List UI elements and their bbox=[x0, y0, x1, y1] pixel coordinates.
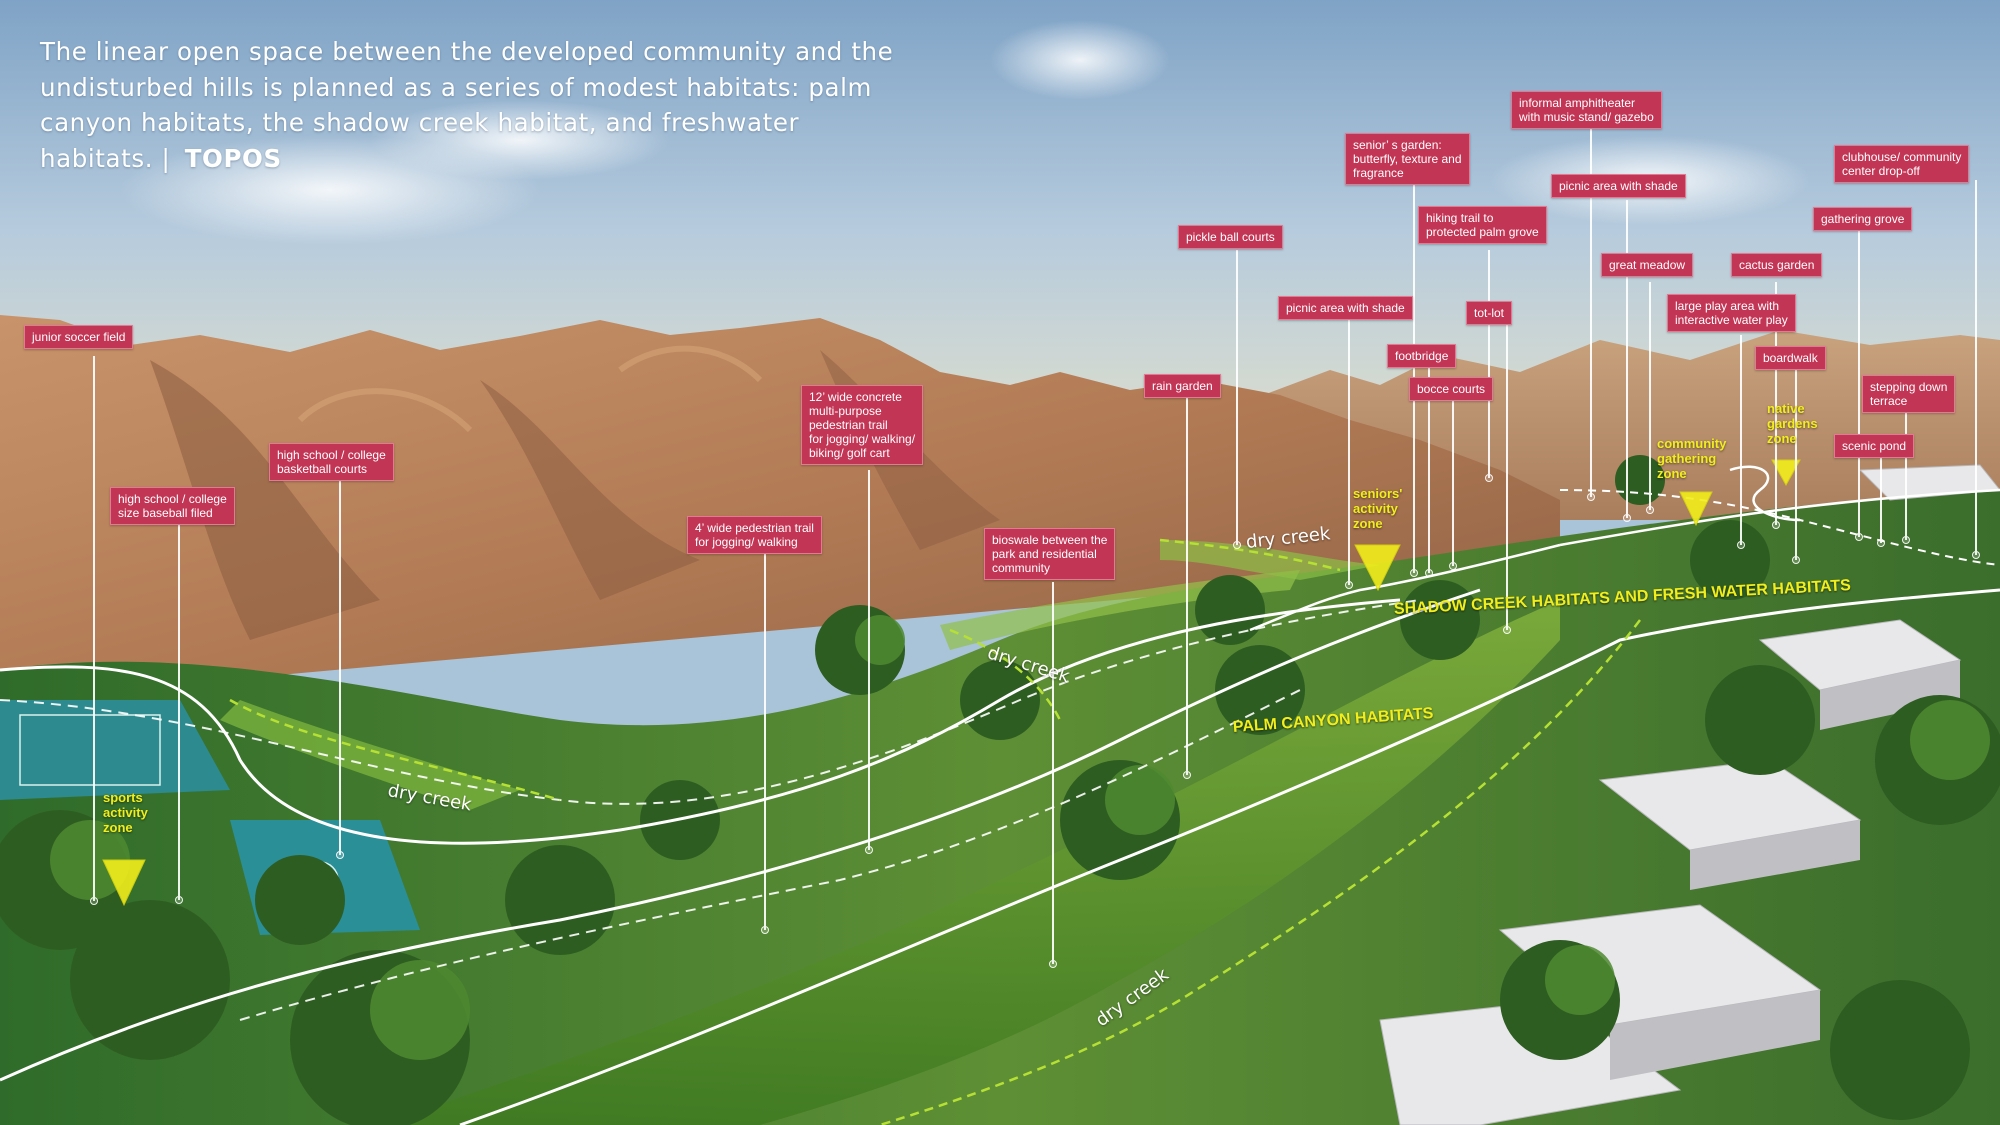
leader-hiking-trail bbox=[1485, 250, 1492, 482]
label-scenic-pond: scenic pond bbox=[1834, 434, 1915, 458]
label-concrete-trail-12ft: 12’ wide concrete multi-purpose pedestri… bbox=[801, 385, 924, 465]
label-hiking-trail: hiking trail to protected palm grove bbox=[1418, 206, 1547, 244]
label-gathering-grove: gathering grove bbox=[1813, 207, 1913, 231]
label-basketball-courts: high school / college basketball courts bbox=[269, 443, 394, 481]
leader-amphitheater bbox=[1587, 127, 1594, 501]
zone-seniors-activity: seniors' activity zone bbox=[1353, 486, 1403, 531]
caption: The linear open space between the develo… bbox=[40, 34, 900, 176]
leader-rain-garden bbox=[1183, 395, 1190, 779]
zone-native-gardens: native gardens zone bbox=[1767, 401, 1818, 446]
leader-gathering-grove bbox=[1855, 230, 1862, 541]
label-bioswale: bioswale between the park and residentia… bbox=[984, 528, 1116, 580]
label-large-play-area: large play area with interactive water p… bbox=[1667, 294, 1796, 332]
leader-trail-12 bbox=[865, 470, 872, 854]
label-rain-garden: rain garden bbox=[1144, 374, 1221, 398]
label-boardwalk: boardwalk bbox=[1755, 346, 1826, 370]
label-pickle-ball-courts: pickle ball courts bbox=[1178, 225, 1283, 249]
label-pedestrian-trail-4ft: 4’ wide pedestrian trail for jogging/ wa… bbox=[687, 516, 822, 554]
label-great-meadow: great meadow bbox=[1601, 253, 1694, 277]
zone-community-gathering: community gathering zone bbox=[1657, 436, 1727, 481]
caption-text: The linear open space between the develo… bbox=[40, 37, 894, 173]
leader-clubhouse bbox=[1972, 180, 1979, 559]
label-junior-soccer-field: junior soccer field bbox=[24, 325, 134, 349]
leader-stepping-down bbox=[1902, 410, 1909, 544]
leader-scenic-pond bbox=[1877, 455, 1884, 547]
label-baseball-field: high school / college size baseball file… bbox=[110, 487, 235, 525]
zone-sports-activity: sports activity zone bbox=[103, 790, 148, 835]
leader-tot-lot bbox=[1503, 325, 1510, 634]
label-footbridge: footbridge bbox=[1387, 344, 1457, 368]
leader-footbridge bbox=[1425, 365, 1432, 577]
leader-junior-soccer bbox=[90, 356, 97, 905]
leader-cactus-garden bbox=[1772, 282, 1779, 529]
leader-bioswale bbox=[1049, 582, 1056, 968]
label-clubhouse: clubhouse/ community center drop-off bbox=[1834, 145, 1970, 183]
leader-baseball bbox=[175, 520, 182, 904]
label-amphitheater: informal amphitheater with music stand/ … bbox=[1511, 91, 1662, 129]
label-cactus-garden: cactus garden bbox=[1731, 253, 1823, 277]
leader-large-play bbox=[1737, 335, 1744, 549]
label-bocce-courts: bocce courts bbox=[1409, 377, 1494, 401]
leader-ped-trail-4 bbox=[761, 550, 768, 934]
caption-separator: | bbox=[161, 143, 171, 173]
leader-great-meadow bbox=[1646, 282, 1653, 514]
label-tot-lot: tot-lot bbox=[1466, 301, 1513, 325]
leader-boardwalk bbox=[1792, 370, 1799, 564]
label-picnic-area-shade-1: picnic area with shade bbox=[1278, 296, 1413, 320]
leader-picnic-shade-1 bbox=[1345, 320, 1352, 589]
brand-name: TOPOS bbox=[184, 143, 282, 173]
label-seniors-garden: senior’ s garden: butterfly, texture and… bbox=[1345, 133, 1470, 185]
label-picnic-area-shade-2: picnic area with shade bbox=[1551, 174, 1686, 198]
leader-pickle-ball bbox=[1233, 250, 1240, 549]
label-stepping-down-terrace: stepping down terrace bbox=[1862, 375, 1956, 413]
leader-picnic-shade-2 bbox=[1623, 200, 1630, 522]
leader-basketball bbox=[336, 475, 343, 859]
leader-bocce bbox=[1449, 398, 1456, 570]
